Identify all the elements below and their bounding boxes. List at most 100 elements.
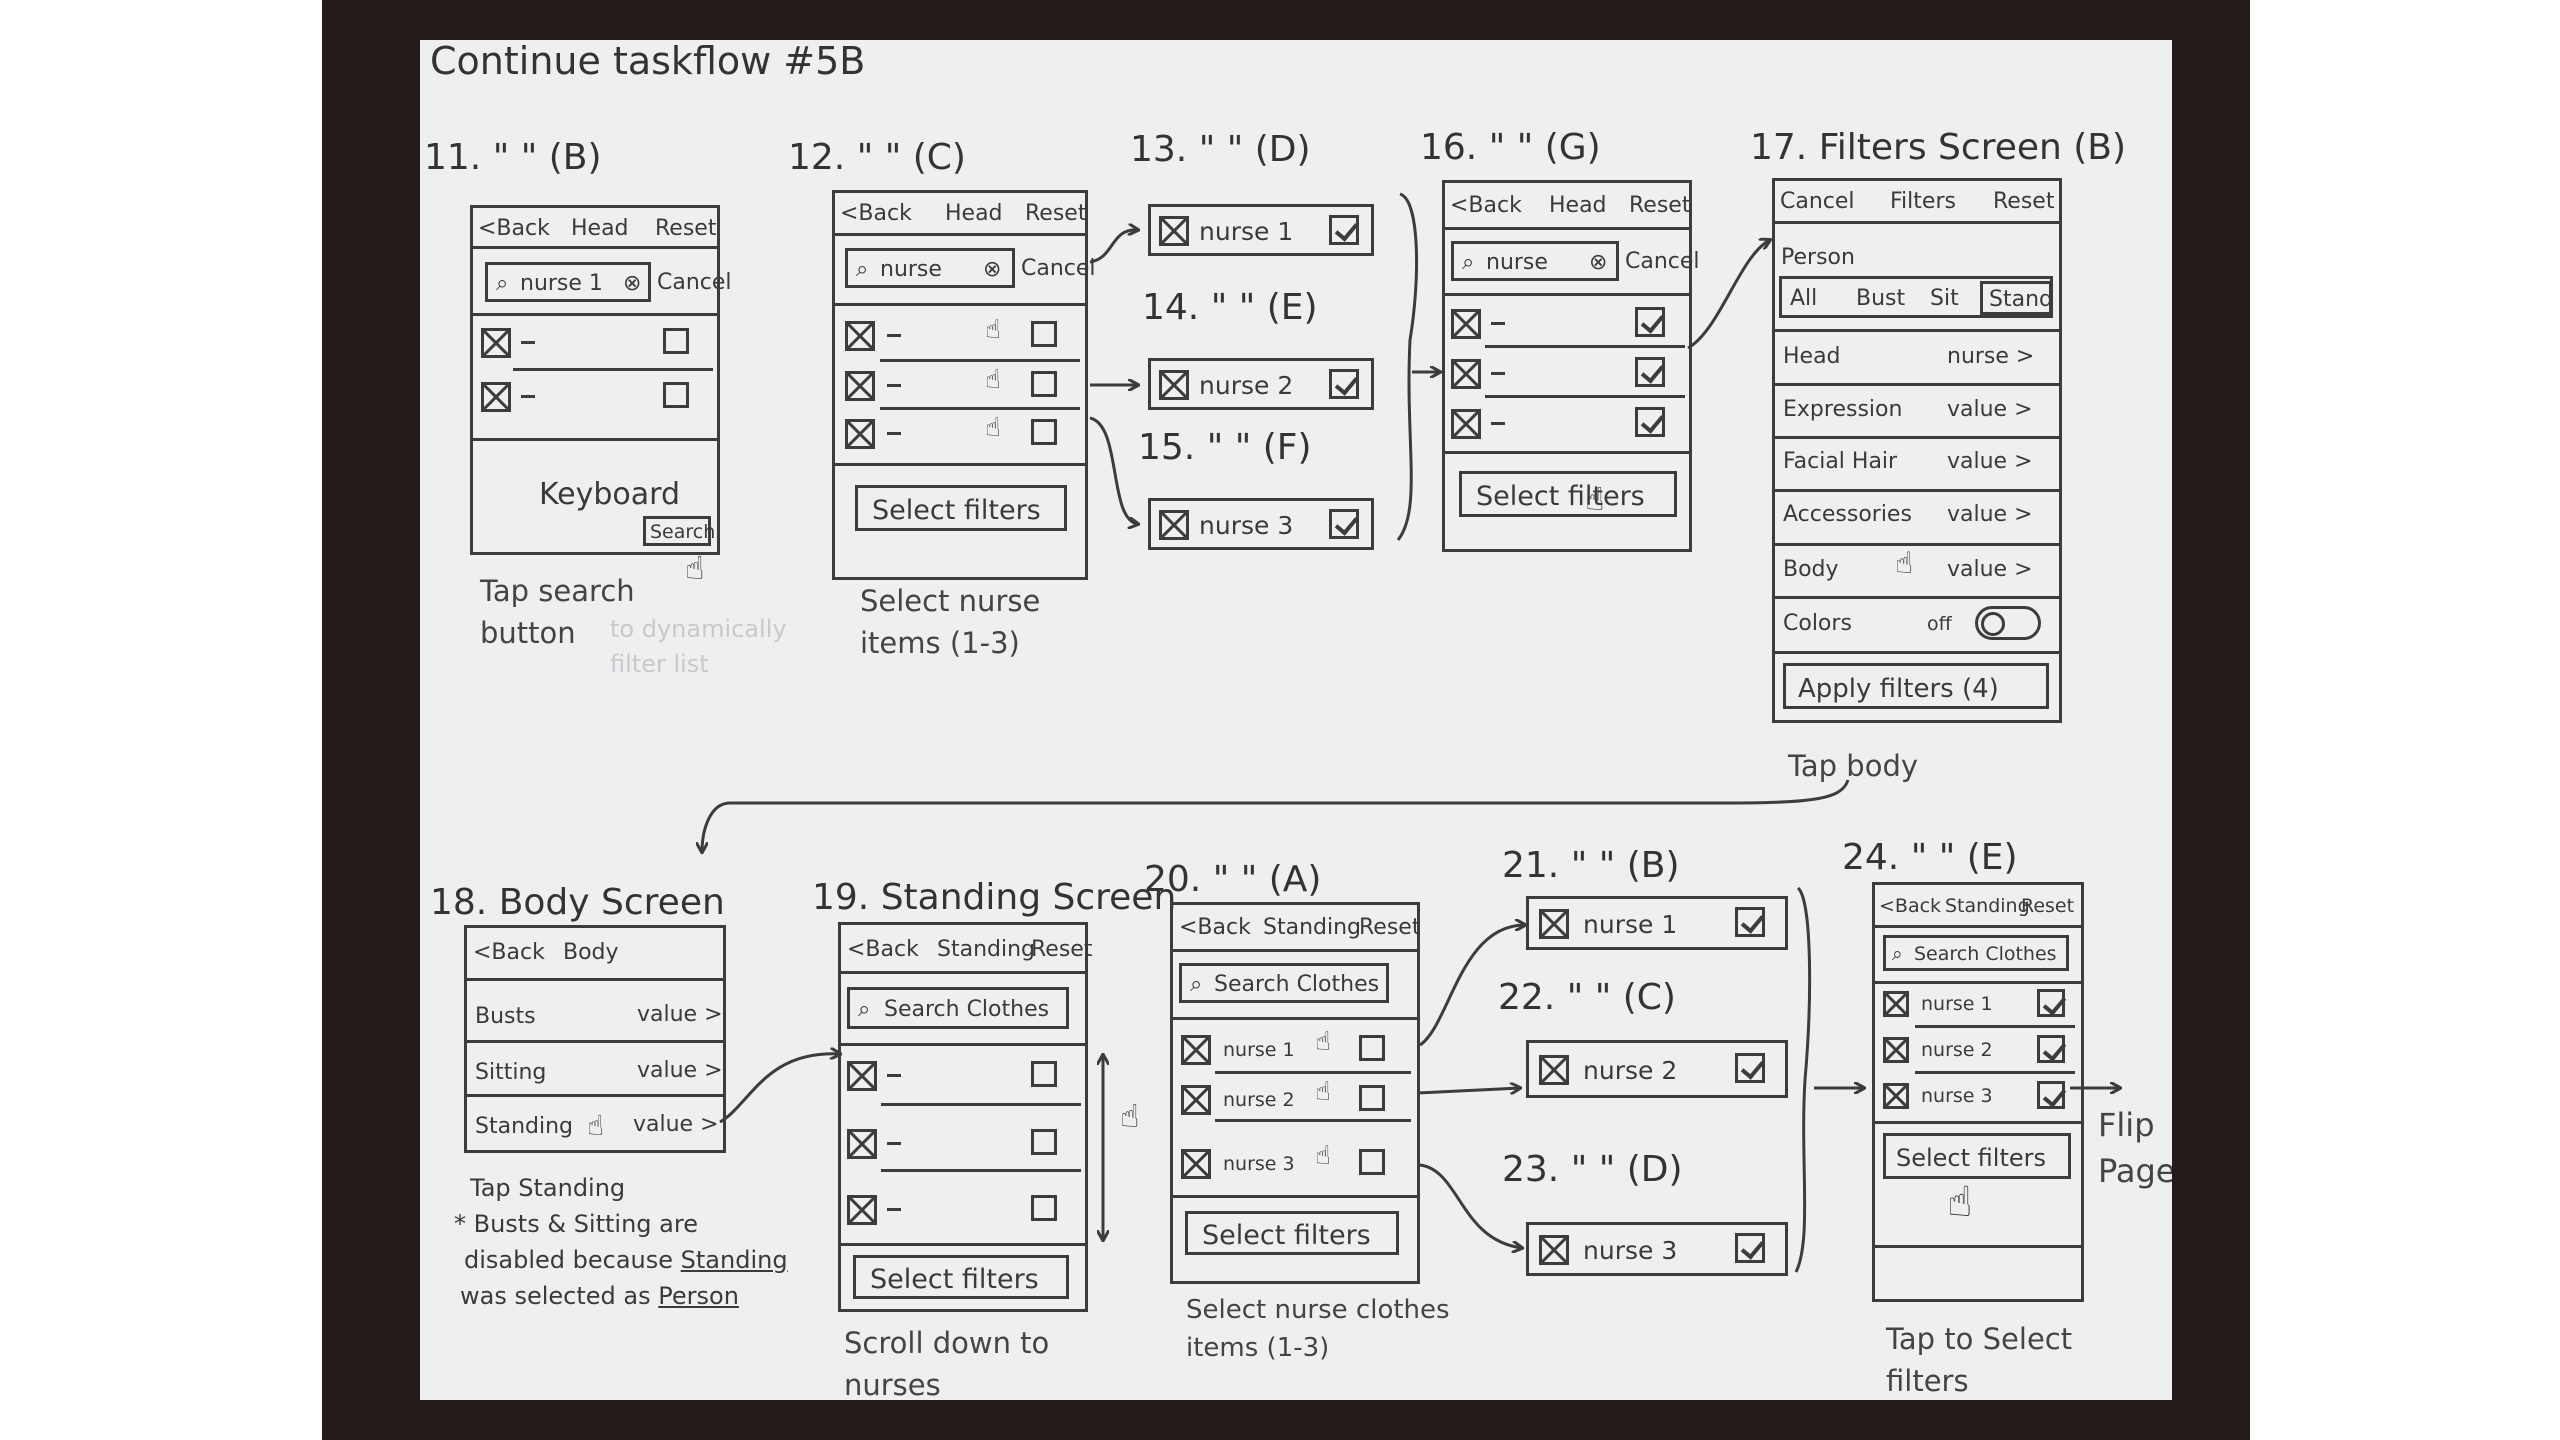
- search-field[interactable]: ⌕ nurse ⊗: [845, 248, 1015, 288]
- row-checkbox-empty[interactable]: [1031, 1061, 1057, 1087]
- row-checkbox[interactable]: [1883, 1037, 1909, 1063]
- checked-box[interactable]: [1329, 509, 1359, 539]
- checked-box[interactable]: [1635, 307, 1665, 337]
- row-checkbox[interactable]: [1159, 510, 1189, 540]
- body-row-value[interactable]: value >: [637, 1058, 723, 1083]
- row-checkbox-empty[interactable]: [663, 328, 689, 354]
- search-field[interactable]: ⌕ Search Clothes: [1179, 963, 1389, 1003]
- row-checkbox[interactable]: [847, 1061, 877, 1091]
- filter-row-value[interactable]: value >: [1947, 449, 2033, 474]
- checked-box[interactable]: [2037, 989, 2065, 1017]
- checked-box[interactable]: [2037, 1035, 2065, 1063]
- checked-box[interactable]: [1735, 907, 1765, 937]
- checked-box[interactable]: [1635, 407, 1665, 437]
- back-link[interactable]: <Back: [840, 201, 912, 226]
- step-22-row[interactable]: nurse 2: [1526, 1040, 1788, 1098]
- reset-link[interactable]: Reset: [1025, 201, 1087, 226]
- step-21-row[interactable]: nurse 1: [1526, 896, 1788, 950]
- cancel-link[interactable]: Cancel: [657, 270, 732, 295]
- reset-link[interactable]: Reset: [1359, 915, 1421, 940]
- row-checkbox[interactable]: [847, 1195, 877, 1225]
- reset-link[interactable]: Reset: [1031, 937, 1093, 962]
- select-filters-button[interactable]: Select filters: [853, 1255, 1069, 1299]
- search-field[interactable]: ⌕ nurse 1 ⊗: [485, 262, 651, 302]
- filter-row-value[interactable]: value >: [1947, 557, 2033, 582]
- apply-filters-button[interactable]: Apply filters (4): [1783, 663, 2049, 709]
- search-key[interactable]: Search: [643, 516, 715, 546]
- checked-box[interactable]: [2037, 1081, 2065, 1109]
- row-checkbox-empty[interactable]: [1031, 371, 1057, 397]
- step-14-row[interactable]: nurse 2: [1148, 358, 1374, 410]
- row-checkbox[interactable]: [1451, 359, 1481, 389]
- back-link[interactable]: <Back: [1879, 895, 1942, 917]
- row-checkbox[interactable]: [481, 328, 511, 358]
- filter-row-value[interactable]: value >: [1947, 397, 2033, 422]
- row-checkbox[interactable]: [845, 321, 875, 351]
- filter-row-value[interactable]: nurse >: [1947, 344, 2035, 369]
- row-checkbox[interactable]: [1181, 1085, 1211, 1115]
- filter-row-value[interactable]: value >: [1947, 502, 2033, 527]
- segment-sit[interactable]: Sit: [1930, 286, 1959, 311]
- row-checkbox[interactable]: [1181, 1149, 1211, 1179]
- row-checkbox[interactable]: [1539, 1055, 1569, 1085]
- segment-stand-selected[interactable]: Stand: [1980, 281, 2053, 315]
- row-checkbox-empty[interactable]: [1031, 419, 1057, 445]
- row-checkbox-empty[interactable]: [1031, 1195, 1057, 1221]
- select-filters-button[interactable]: Select filters: [1459, 471, 1677, 517]
- back-link[interactable]: <Back: [473, 940, 545, 965]
- person-segmented-control[interactable]: All Bust Sit Stand: [1779, 276, 2053, 318]
- back-link[interactable]: <Back: [847, 937, 919, 962]
- row-checkbox-empty[interactable]: [1031, 321, 1057, 347]
- row-checkbox[interactable]: [1181, 1035, 1211, 1065]
- back-link[interactable]: <Back: [1450, 193, 1522, 218]
- row-checkbox[interactable]: [1451, 409, 1481, 439]
- cancel-link[interactable]: Cancel: [1780, 189, 1855, 214]
- colors-toggle[interactable]: [1975, 606, 2041, 640]
- checked-box[interactable]: [1329, 369, 1359, 399]
- row-checkbox[interactable]: [845, 371, 875, 401]
- body-row-value[interactable]: value >: [633, 1112, 719, 1137]
- checked-box[interactable]: [1329, 215, 1359, 245]
- row-checkbox-empty[interactable]: [1359, 1035, 1385, 1061]
- search-field[interactable]: ⌕ Search Clothes: [1883, 935, 2069, 971]
- step-15-row[interactable]: nurse 3: [1148, 498, 1374, 550]
- reset-link[interactable]: Reset: [655, 216, 717, 241]
- checked-box[interactable]: [1735, 1053, 1765, 1083]
- select-filters-button[interactable]: Select filters: [1883, 1133, 2071, 1179]
- row-checkbox[interactable]: [1539, 1235, 1569, 1265]
- clear-icon[interactable]: ⊗: [623, 271, 642, 296]
- body-row-value[interactable]: value >: [637, 1002, 723, 1027]
- step-13-row[interactable]: nurse 1: [1148, 204, 1374, 256]
- segment-bust[interactable]: Bust: [1856, 286, 1906, 311]
- select-filters-button[interactable]: Select filters: [855, 485, 1067, 531]
- checked-box[interactable]: [1735, 1233, 1765, 1263]
- segment-all[interactable]: All: [1790, 286, 1818, 311]
- cancel-link[interactable]: Cancel: [1625, 249, 1700, 274]
- clear-icon[interactable]: ⊗: [1589, 250, 1608, 275]
- row-checkbox[interactable]: [845, 419, 875, 449]
- row-checkbox[interactable]: [1451, 309, 1481, 339]
- row-checkbox-empty[interactable]: [1359, 1085, 1385, 1111]
- checked-box[interactable]: [1635, 357, 1665, 387]
- row-checkbox[interactable]: [1539, 909, 1569, 939]
- select-filters-button[interactable]: Select filters: [1185, 1211, 1399, 1255]
- reset-link[interactable]: Reset: [1629, 193, 1691, 218]
- row-checkbox[interactable]: [1883, 991, 1909, 1017]
- search-field[interactable]: ⌕ nurse ⊗: [1451, 241, 1619, 281]
- reset-link[interactable]: Reset: [2021, 895, 2075, 917]
- cancel-link[interactable]: Cancel: [1021, 256, 1096, 281]
- row-checkbox[interactable]: [847, 1129, 877, 1159]
- search-field[interactable]: ⌕ Search Clothes: [847, 987, 1069, 1029]
- row-checkbox[interactable]: [1159, 370, 1189, 400]
- back-link[interactable]: <Back: [478, 216, 550, 241]
- reset-link[interactable]: Reset: [1993, 189, 2055, 214]
- row-checkbox-empty[interactable]: [1031, 1129, 1057, 1155]
- step-23-row[interactable]: nurse 3: [1526, 1222, 1788, 1276]
- row-checkbox[interactable]: [481, 382, 511, 412]
- clear-icon[interactable]: ⊗: [983, 257, 1002, 282]
- back-link[interactable]: <Back: [1179, 915, 1251, 940]
- row-checkbox[interactable]: [1883, 1083, 1909, 1109]
- row-checkbox[interactable]: [1159, 216, 1189, 246]
- row-checkbox-empty[interactable]: [663, 382, 689, 408]
- row-checkbox-empty[interactable]: [1359, 1149, 1385, 1175]
